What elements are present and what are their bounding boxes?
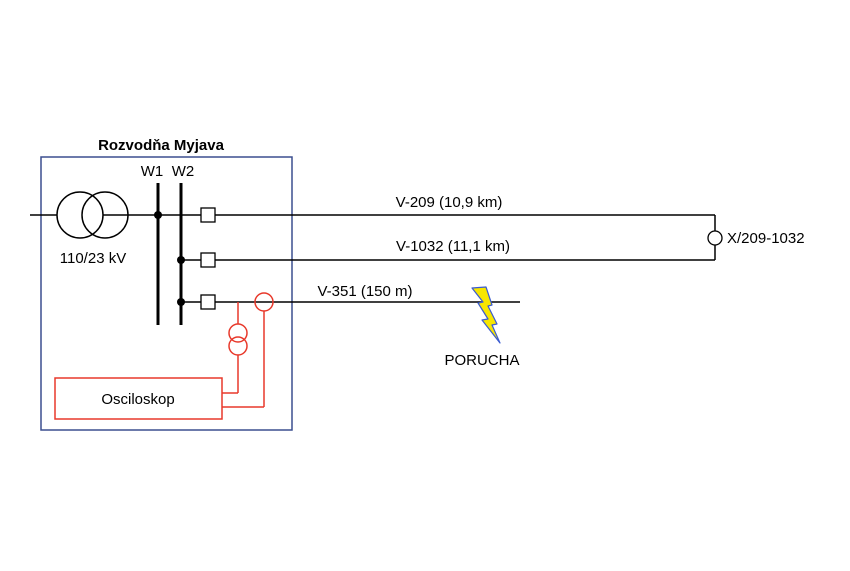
oscilloscope-box <box>54 377 223 420</box>
breaker-v209 <box>200 207 216 223</box>
oscilloscope-label: Osciloskop <box>101 391 174 408</box>
substation-frame <box>40 156 293 431</box>
line-v351-label: V-351 (150 m) <box>317 283 412 300</box>
measurement-circuit <box>222 292 274 408</box>
substation-title: Rozvodňa Myjava <box>98 137 225 154</box>
line-v209-label: V-209 (10,9 km) <box>396 194 503 211</box>
line-v1032-label: V-1032 (11,1 km) <box>396 238 510 255</box>
junction-label: X/209-1032 <box>727 230 805 247</box>
fault-label: PORUCHA <box>444 352 519 369</box>
transformer-rating-label: 110/23 kV <box>60 250 126 267</box>
busbar-w1-label: W1 <box>141 163 164 180</box>
fault-lightning-icon <box>471 286 501 344</box>
busbar-w2-label: W2 <box>172 163 195 180</box>
transformer-symbol <box>56 191 129 239</box>
breaker-v1032 <box>200 252 216 268</box>
voltage-transformer-icon <box>228 323 248 343</box>
open-switch-x209-1032 <box>707 230 723 246</box>
breaker-v351 <box>200 294 216 310</box>
